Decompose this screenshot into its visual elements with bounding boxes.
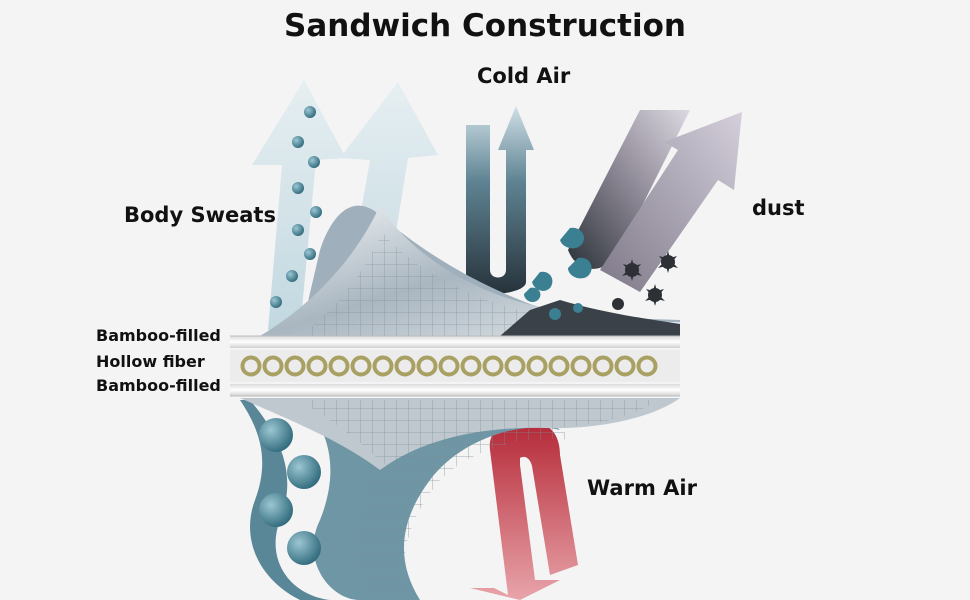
- layer-label-middle: Hollow fiber: [96, 352, 205, 371]
- warm-air-arrow: [470, 424, 578, 600]
- cold-air-arrow: [466, 106, 534, 295]
- layer-label-top: Bamboo-filled: [96, 326, 221, 345]
- cold-air-label: Cold Air: [477, 64, 571, 88]
- hollow-fiber-rings: [240, 355, 658, 377]
- dust-label: dust: [752, 196, 805, 220]
- warm-air-label: Warm Air: [587, 476, 697, 500]
- dust-arrows: [568, 110, 742, 292]
- upper-fabric-sheet: [240, 205, 680, 336]
- water-drops: [524, 227, 592, 320]
- dust-particles: [612, 251, 678, 310]
- lower-fabric-sheet: [240, 398, 680, 600]
- body-sweats-label: Body Sweats: [124, 203, 276, 227]
- diagram-title: Sandwich Construction: [284, 8, 686, 44]
- sweat-droplets: [270, 106, 322, 308]
- layer-label-bottom: Bamboo-filled: [96, 376, 221, 395]
- bottom-droplets: [259, 418, 321, 565]
